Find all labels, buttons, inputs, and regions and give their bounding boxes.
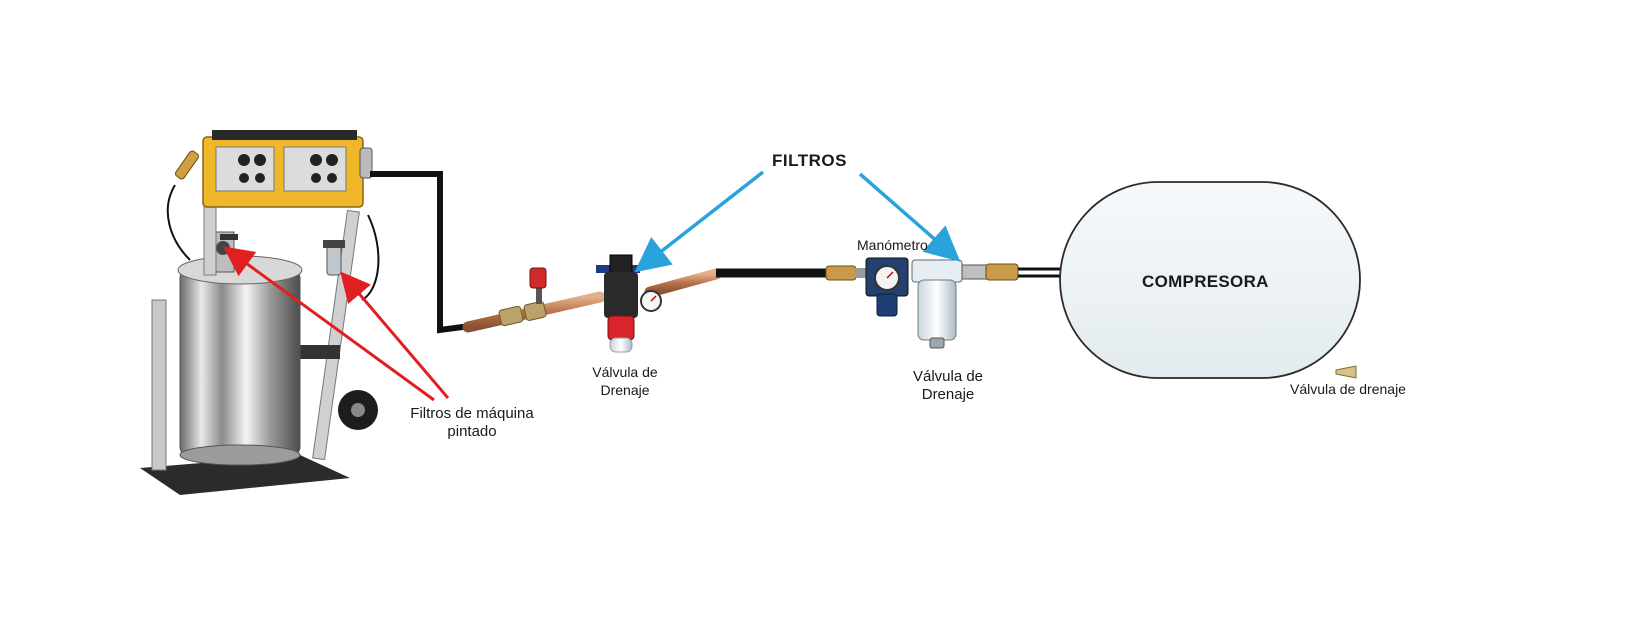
hose-fitting-stub <box>855 268 867 278</box>
pipe-coupling-2 <box>523 301 547 321</box>
bucket-pump-fitting <box>216 241 230 255</box>
label-machine-filters: Filtros de máquina pintado <box>394 405 550 441</box>
control-panel-right <box>283 146 347 192</box>
filter2-outlet <box>961 264 989 280</box>
compressor-fitting <box>985 263 1019 281</box>
hose-machine-to-pipe <box>370 171 471 334</box>
machine-filter-left-cap <box>220 234 238 240</box>
gauge-knob-2 <box>254 154 266 166</box>
label-drain-valve-2-line1: Válvula de <box>912 368 984 385</box>
pipe-coupling-1 <box>498 305 524 327</box>
filter1-bowl <box>607 315 635 341</box>
machine-filter-right-cap <box>323 240 345 248</box>
powder-bucket-bottom <box>179 444 301 466</box>
control-box-top <box>212 130 357 140</box>
filter2-manometer-needle <box>886 271 894 279</box>
spray-gun-left <box>174 150 200 180</box>
ball-valve-stem <box>536 282 542 304</box>
arrow-red-to-frame-filter <box>340 271 450 399</box>
label-manometro: Manómetro <box>857 237 928 253</box>
arrow-red-to-bucket-filter <box>223 246 435 402</box>
arrow-filtros-to-filter2 <box>858 172 961 262</box>
spray-gun-right <box>359 147 373 179</box>
filter2-filter-head <box>911 259 963 283</box>
machine-shelf <box>300 345 340 359</box>
gauge-knob-3 <box>239 173 249 183</box>
filter-regulator-1 <box>596 254 662 353</box>
copper-pipe-assembly <box>462 267 722 333</box>
machine-frame-left <box>151 299 167 471</box>
label-drain-valve-1: Válvula de Drenaje <box>580 363 670 399</box>
filter-regulator-2 <box>865 257 989 349</box>
filter2-filter-bowl <box>917 279 957 341</box>
label-drain-valve-1-line1: Válvula de <box>592 364 658 380</box>
gauge-knob-1 <box>238 154 250 166</box>
label-filtros: FILTROS <box>772 151 847 170</box>
filter2-regulator-knob <box>876 293 898 317</box>
label-tank-drain-valve: Válvula de drenaje <box>1290 381 1406 397</box>
tank-drain-valve <box>1335 365 1357 379</box>
copper-pipe-segment-2 <box>644 268 722 298</box>
machine-cable-right <box>361 214 380 301</box>
label-drain-valve-1-line2: Drenaje <box>600 382 650 398</box>
ball-valve-handle <box>529 267 547 289</box>
compressor-tank <box>1059 181 1361 379</box>
machine-wheel-hub <box>351 403 365 417</box>
label-machine-filters-line2: pintado <box>447 423 497 440</box>
gauge-knob-4 <box>255 173 265 183</box>
label-drain-valve-2-line2: Drenaje <box>921 386 975 403</box>
gauge-knob-6 <box>326 154 338 166</box>
machine-cable-left <box>166 184 191 261</box>
machine-base <box>140 455 350 495</box>
gauge-knob-5 <box>310 154 322 166</box>
filter1-body <box>604 272 638 318</box>
filter1-bowl-clear <box>609 337 633 353</box>
powder-bucket <box>179 269 301 456</box>
powder-coating-machine <box>140 130 380 495</box>
filter2-drain <box>929 337 945 349</box>
gauge-knob-7 <box>311 173 321 183</box>
filter1-head <box>609 254 633 274</box>
label-machine-filters-line1: Filtros de máquina <box>410 405 534 422</box>
control-panel-left <box>215 146 275 192</box>
machine-mast <box>203 204 217 276</box>
hose-fitting-brass <box>825 265 857 281</box>
arrow-filtros-to-filter1 <box>634 170 765 273</box>
label-drain-valve-2: Válvula de Drenaje <box>898 368 998 404</box>
label-compresora: COMPRESORA <box>1142 272 1269 291</box>
gauge-knob-8 <box>327 173 337 183</box>
filter1-gauge-needle <box>650 295 657 302</box>
